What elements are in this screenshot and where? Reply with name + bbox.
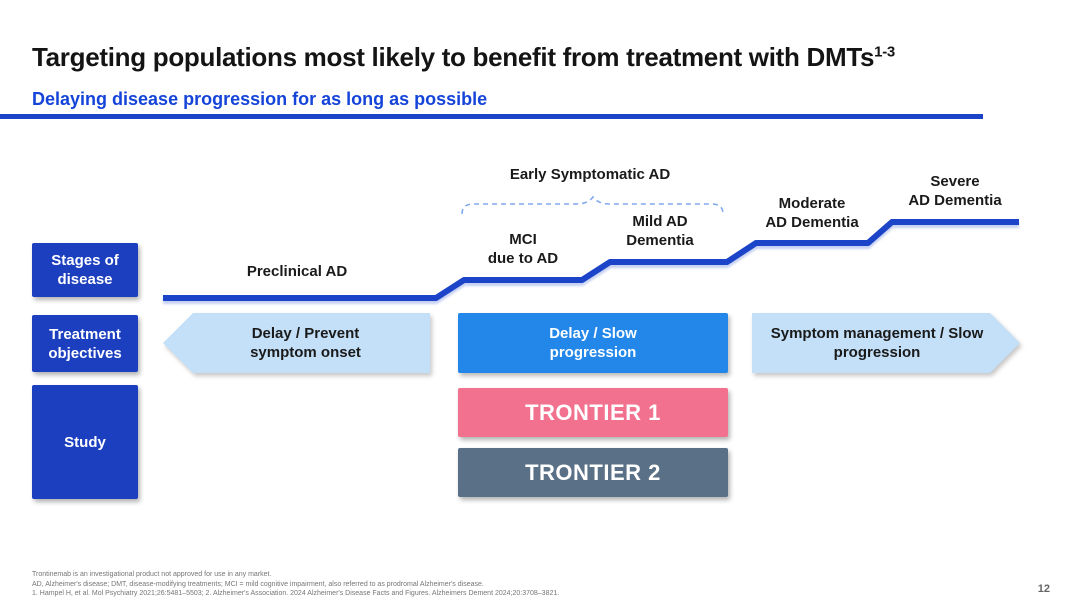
footnotes: Trontinemab is an investigational produc… bbox=[32, 570, 932, 599]
stage-label-line: Preclinical AD bbox=[246, 263, 348, 280]
row-label-text: disease bbox=[57, 271, 113, 288]
slide-title-text: Targeting populations most likely to ben… bbox=[32, 42, 875, 72]
footnote-line: AD, Alzheimer's disease; DMT, disease-mo… bbox=[32, 580, 484, 588]
right-arrow-shape: Symptom management / Slow progression bbox=[752, 313, 1020, 373]
objective-delay-prevent-symptom-onset: Delay / Prevent symptom onset bbox=[163, 313, 430, 373]
objective-text-line: Delay / Prevent bbox=[251, 325, 360, 342]
early-symptomatic-ad-label: Early Symptomatic AD bbox=[509, 166, 671, 183]
title-reference-superscript: 1-3 bbox=[874, 43, 895, 61]
stage-label-line: Dementia bbox=[626, 232, 694, 249]
objective-text-line: Delay / Slow bbox=[549, 325, 637, 342]
stage-label-mci-due-to-ad: MCI due to AD bbox=[443, 230, 603, 268]
study-trontier-1: TRONTIER 1 bbox=[458, 388, 728, 437]
stage-label-preclinical-ad: Preclinical AD bbox=[217, 262, 377, 281]
objective-symptom-management-slow-progression: Symptom management / Slow progression bbox=[752, 313, 1020, 373]
objective-text-line: symptom onset bbox=[250, 344, 361, 361]
stage-label-line: MCI bbox=[509, 231, 537, 248]
stage-label-mild-ad-dementia: Mild AD Dementia bbox=[580, 212, 740, 250]
objective-text-line: progression bbox=[833, 344, 921, 361]
title-divider-line bbox=[0, 114, 983, 119]
objective-text-line: progression bbox=[549, 344, 637, 361]
stage-label-line: Severe bbox=[930, 173, 980, 190]
stage-label-line: AD Dementia bbox=[765, 214, 859, 231]
stage-label-line: Mild AD bbox=[632, 213, 688, 230]
early-symptomatic-brace bbox=[461, 195, 724, 215]
row-label-text: Treatment bbox=[49, 325, 121, 343]
stage-label-moderate-ad-dementia: Moderate AD Dementia bbox=[732, 194, 892, 232]
stage-label-severe-ad-dementia: Severe AD Dementia bbox=[875, 172, 1035, 210]
disease-progression-staircase-line bbox=[163, 219, 1019, 301]
study-trontier-2: TRONTIER 2 bbox=[458, 448, 728, 497]
footnote-line: 1. Hampel H, et al. Mol Psychiatry 2021;… bbox=[32, 590, 560, 597]
row-label-stages-of-disease: Stages of disease bbox=[32, 243, 138, 297]
objective-delay-slow-progression: Delay / Slow progression bbox=[458, 313, 728, 373]
row-label-text: Stages of bbox=[51, 252, 119, 269]
left-arrow-shape: Delay / Prevent symptom onset bbox=[163, 313, 430, 373]
stage-label-line: AD Dementia bbox=[908, 192, 1002, 209]
objective-text-line: Symptom management / Slow bbox=[770, 325, 984, 342]
slide-subtitle: Delaying disease progression for as long… bbox=[32, 89, 488, 109]
row-label-text: Study bbox=[64, 433, 106, 451]
page-number: 12 bbox=[1037, 583, 1050, 595]
row-label-text: objectives bbox=[48, 344, 122, 362]
slide-title: Targeting populations most likely to ben… bbox=[32, 42, 1052, 73]
footnote-line: Trontinemab is an investigational produc… bbox=[32, 571, 272, 578]
stage-label-line: due to AD bbox=[487, 250, 559, 267]
stage-label-line: Moderate bbox=[778, 195, 846, 212]
row-label-treatment-objectives: Treatment objectives bbox=[32, 315, 138, 372]
row-label-study: Study bbox=[32, 385, 138, 499]
